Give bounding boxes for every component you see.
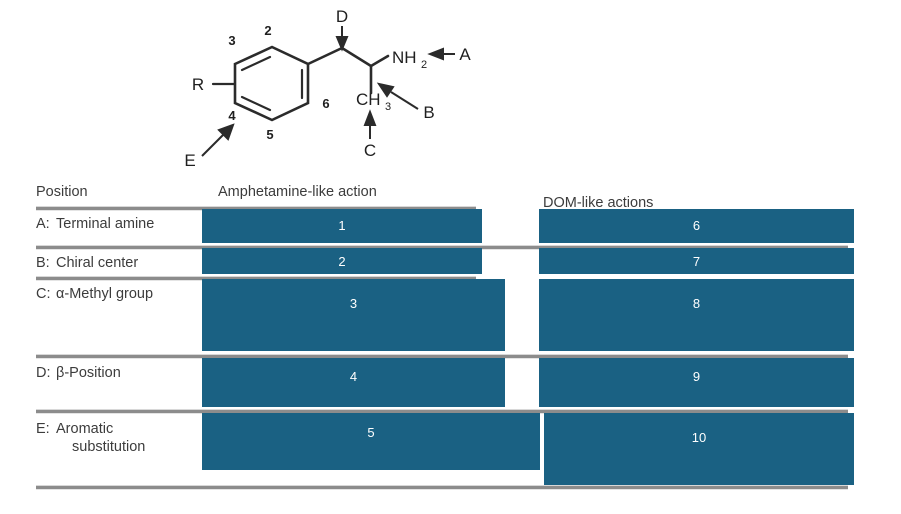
row-label-d: D: β-Position xyxy=(36,364,121,382)
bar-value-dom-c: 8 xyxy=(692,296,701,311)
ring-number-4: 4 xyxy=(228,108,236,123)
bar-value-amphetamine-c: 3 xyxy=(349,296,358,311)
ring-number-5: 5 xyxy=(266,127,273,142)
callout-line-e xyxy=(201,134,224,157)
row-letter-b: B: xyxy=(36,255,50,271)
callout-line-b xyxy=(390,91,419,110)
row-text-a: Terminal amine xyxy=(56,216,155,232)
callout-arrowhead-a xyxy=(427,47,444,61)
column-header-dom-like-actions: DOM-like actions xyxy=(543,195,654,211)
bar-dom-b: 7 xyxy=(539,248,854,274)
label-r-group: R xyxy=(192,75,204,94)
callout-label-a: A xyxy=(459,45,471,64)
bar-amphetamine-a: 1 xyxy=(202,209,482,243)
bar-value-dom-e: 10 xyxy=(691,430,707,445)
ring-number-2: 2 xyxy=(264,23,271,38)
row-label-a: A: Terminal amine xyxy=(36,215,154,233)
row-text-e: Aromatic xyxy=(56,421,114,437)
bar-amphetamine-c: 3 xyxy=(202,279,505,351)
row-letter-d: D: xyxy=(36,365,51,381)
callout-arrowhead-b xyxy=(376,82,395,98)
column-header-amphetamine-like-action: Amphetamine-like action xyxy=(218,184,377,200)
bar-value-amphetamine-a: 1 xyxy=(338,218,346,233)
row-letter-a: A: xyxy=(36,216,50,232)
row-letter-c: C: xyxy=(36,286,51,302)
ring-number-6: 6 xyxy=(322,96,329,111)
row-text-e-line2: substitution xyxy=(72,439,146,456)
bar-dom-e: 10 xyxy=(544,413,854,485)
bar-value-dom-b: 7 xyxy=(692,254,701,269)
row-label-b: B: Chiral center xyxy=(36,254,138,272)
row-label-c: C: α-Methyl group xyxy=(36,285,153,303)
ring-number-3: 3 xyxy=(228,33,235,48)
comparison-table: Position Amphetamine-like action DOM-lik… xyxy=(0,180,901,514)
callout-label-c: C xyxy=(364,141,376,160)
bar-dom-c: 8 xyxy=(539,279,854,351)
callout-arrowhead-d xyxy=(335,36,349,52)
bar-value-amphetamine-e: 5 xyxy=(367,425,375,440)
callout-label-d: D xyxy=(336,8,348,26)
label-methyl-subscript: 3 xyxy=(385,101,391,113)
callout-arrowhead-e xyxy=(217,123,235,141)
rule-bottom xyxy=(36,485,848,490)
bar-value-dom-a: 6 xyxy=(692,218,701,233)
row-letter-e: E: xyxy=(36,421,50,437)
column-header-position: Position xyxy=(36,184,88,200)
row-text-b: Chiral center xyxy=(56,255,139,271)
bar-amphetamine-b: 2 xyxy=(202,248,482,274)
bar-value-dom-d: 9 xyxy=(692,369,701,384)
bar-amphetamine-e: 5 xyxy=(202,413,540,470)
label-methyl: CH xyxy=(356,90,381,109)
bar-value-amphetamine-b: 2 xyxy=(338,254,346,269)
row-label-e: E: Aromatic substitution xyxy=(36,420,145,456)
bar-amphetamine-d: 4 xyxy=(202,358,505,407)
callout-label-e: E xyxy=(184,151,195,170)
callout-label-b: B xyxy=(423,103,434,122)
row-text-c: α-Methyl group xyxy=(56,286,154,302)
bar-value-amphetamine-d: 4 xyxy=(349,369,358,384)
callout-arrowhead-c xyxy=(363,109,377,126)
bar-dom-d: 9 xyxy=(539,358,854,407)
label-amine: NH xyxy=(392,48,417,67)
molecule-figure: R NH 2 CH 3 2 3 4 5 6 xyxy=(180,8,480,178)
row-text-d: β-Position xyxy=(56,365,121,381)
label-amine-subscript: 2 xyxy=(421,59,427,71)
bar-dom-a: 6 xyxy=(539,209,854,243)
